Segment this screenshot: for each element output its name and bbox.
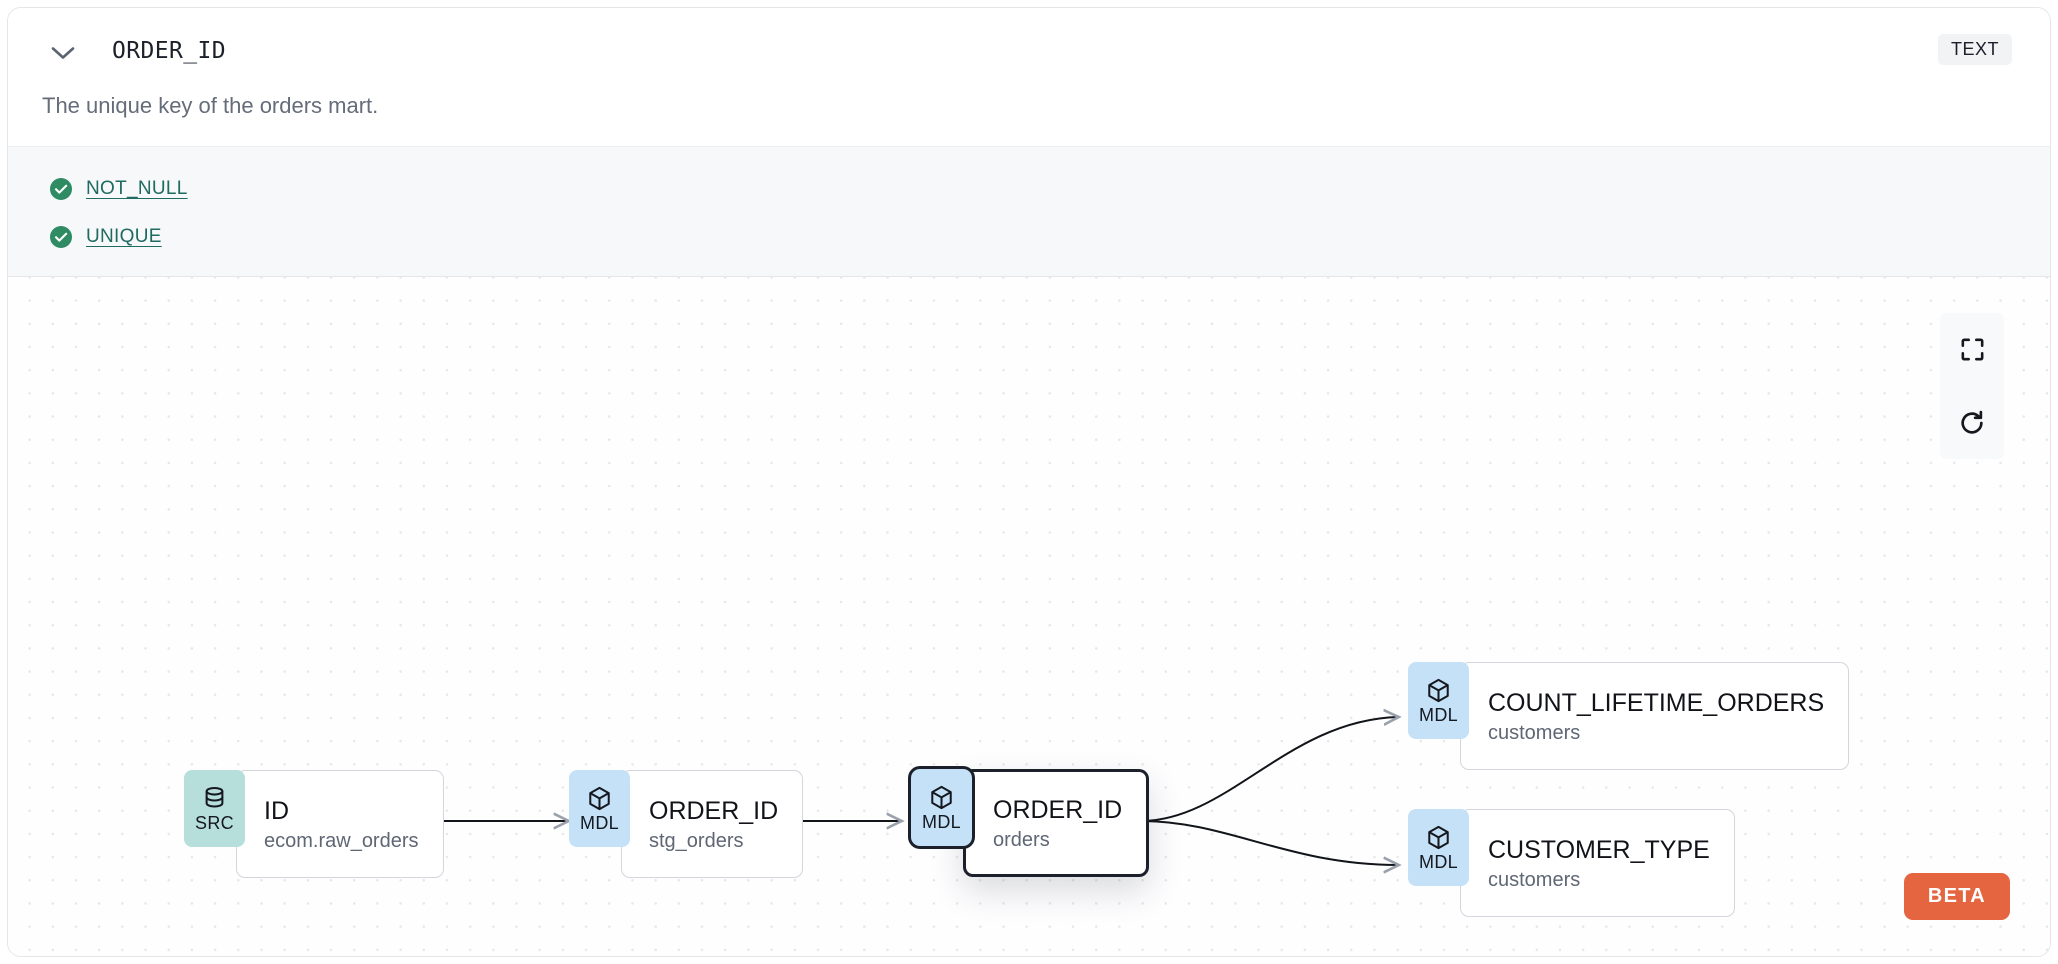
lineage-canvas[interactable]: SRC ID ecom.raw_orders MDL ORDER_ID — [8, 277, 2050, 956]
test-link-not-null[interactable]: NOT_NULL — [86, 178, 188, 199]
node-type-badge-mdl: MDL — [1408, 809, 1469, 886]
cube-icon — [1428, 678, 1449, 703]
node-type-badge-mdl: MDL — [1408, 662, 1469, 739]
fit-view-icon — [1961, 338, 1983, 360]
test-row: UNIQUE — [50, 213, 2050, 261]
node-column-name: COUNT_LIFETIME_ORDERS — [1488, 688, 1825, 717]
refresh-icon — [1961, 410, 1983, 434]
canvas-controls — [1940, 313, 2004, 459]
test-row: NOT_NULL — [50, 165, 2050, 213]
panel-card: ORDER_ID TEXT The unique key of the orde… — [7, 7, 2051, 957]
column-description: The unique key of the orders mart. — [42, 93, 379, 118]
column-header: ORDER_ID TEXT The unique key of the orde… — [8, 8, 2050, 146]
node-source-name: customers — [1488, 868, 1581, 891]
node-source-name: customers — [1488, 721, 1581, 744]
node-badge-label: SRC — [195, 813, 234, 833]
tests-section: NOT_NULL UNIQUE — [8, 146, 2050, 277]
node-badge-label: MDL — [1419, 705, 1458, 725]
node-column-name: CUSTOMER_TYPE — [1488, 835, 1710, 864]
cube-icon — [589, 786, 610, 811]
data-type-badge: TEXT — [1937, 34, 2012, 65]
lineage-node-customer-type[interactable]: MDL CUSTOMER_TYPE customers — [1408, 809, 1735, 917]
fit-view-button[interactable] — [1940, 313, 2004, 385]
beta-badge[interactable]: BETA — [1903, 873, 2010, 920]
refresh-button[interactable] — [1940, 387, 2004, 459]
node-card[interactable]: ID ecom.raw_orders — [236, 770, 444, 878]
node-card[interactable]: ORDER_ID orders — [895, 769, 1150, 928]
node-type-badge-mdl: MDL — [911, 769, 972, 846]
lineage-node-id[interactable]: SRC ID ecom.raw_orders — [184, 770, 444, 878]
cube-icon — [1428, 825, 1449, 850]
node-card[interactable]: COUNT_LIFETIME_ORDERS customers — [1460, 662, 1850, 770]
node-badge-label: MDL — [922, 812, 961, 832]
lineage-node-stg-orders[interactable]: MDL ORDER_ID stg_orders — [569, 770, 804, 878]
page-title: ORDER_ID — [112, 38, 226, 64]
cube-icon — [931, 785, 952, 810]
test-link-unique[interactable]: UNIQUE — [86, 226, 162, 247]
chevron-down-icon[interactable] — [44, 38, 82, 68]
node-source-name: orders — [993, 828, 1050, 851]
node-card[interactable]: ORDER_ID stg_orders — [621, 770, 804, 878]
node-card[interactable]: CUSTOMER_TYPE customers — [1460, 809, 1735, 917]
node-type-badge-mdl: MDL — [569, 770, 630, 847]
check-circle-icon — [50, 178, 72, 200]
node-column-name: ID — [264, 796, 289, 825]
node-badge-label: MDL — [580, 813, 619, 833]
lineage-node-count-lifetime-orders[interactable]: MDL COUNT_LIFETIME_ORDERS customers — [1408, 662, 1850, 770]
node-column-name: ORDER_ID — [649, 796, 779, 825]
database-icon — [205, 787, 224, 808]
check-circle-icon — [50, 226, 72, 248]
node-badge-label: MDL — [1419, 852, 1458, 872]
lineage-node-orders-selected[interactable]: MDL ORDER_ID orders — [895, 769, 1150, 928]
node-source-name: ecom.raw_orders — [264, 829, 419, 852]
node-column-name: ORDER_ID — [993, 795, 1123, 824]
node-source-name: stg_orders — [649, 829, 744, 852]
node-type-badge-src: SRC — [184, 770, 245, 847]
